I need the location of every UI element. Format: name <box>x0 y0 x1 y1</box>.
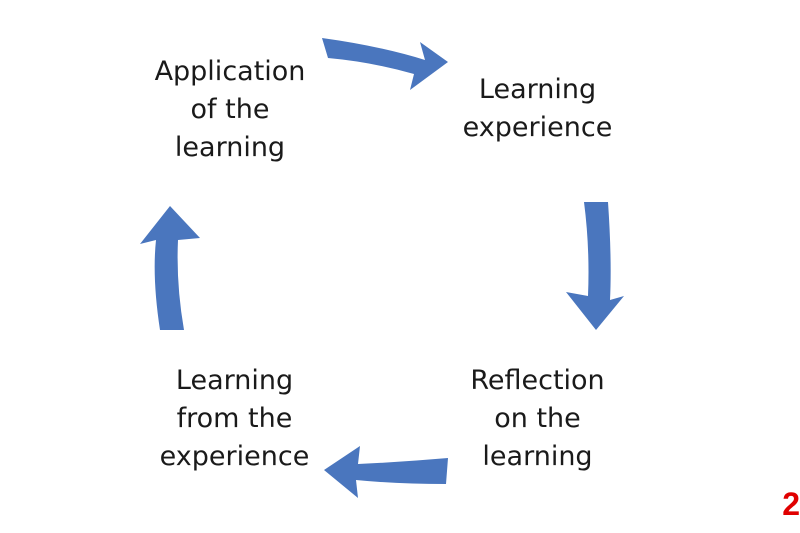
cycle-arrow-bottom <box>324 446 448 498</box>
cycle-arrow-right <box>566 202 624 330</box>
stage-reflection-on-learning: Reflection on the learning <box>470 365 605 472</box>
stage-learning-experience: Learning experience <box>462 74 613 143</box>
cycle-arrow-left <box>140 206 200 330</box>
stage-learning-from-experience: Learning from the experience <box>159 365 310 472</box>
cycle-arrow-top <box>322 38 448 90</box>
stage-application-of-learning: Application of the learning <box>154 56 306 163</box>
page-number: 2 <box>782 486 800 522</box>
